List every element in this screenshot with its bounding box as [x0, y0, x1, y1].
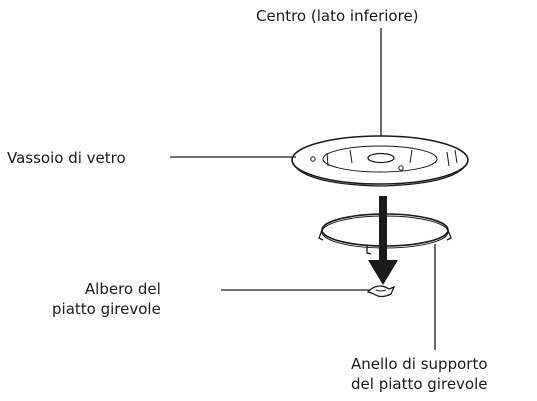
center-label: Centro (lato inferiore): [256, 7, 419, 25]
glass-tray-label: Vassoio di vetro: [7, 149, 126, 167]
glass-tray: [291, 135, 469, 187]
support-ring-label: Anello di supporto del piatto girevole: [351, 354, 488, 394]
support-ring-label-line1: Anello di supporto: [351, 355, 488, 373]
support-ring-label-line2: del piatto girevole: [351, 375, 488, 393]
turntable-shaft-label: Albero del piatto girevole: [52, 279, 161, 319]
turntable-shaft: [366, 285, 396, 298]
turntable-shaft-label-line2: piatto girevole: [52, 300, 161, 318]
turntable-shaft-label-line1: Albero del: [84, 280, 161, 298]
down-arrow-icon: [368, 196, 398, 285]
